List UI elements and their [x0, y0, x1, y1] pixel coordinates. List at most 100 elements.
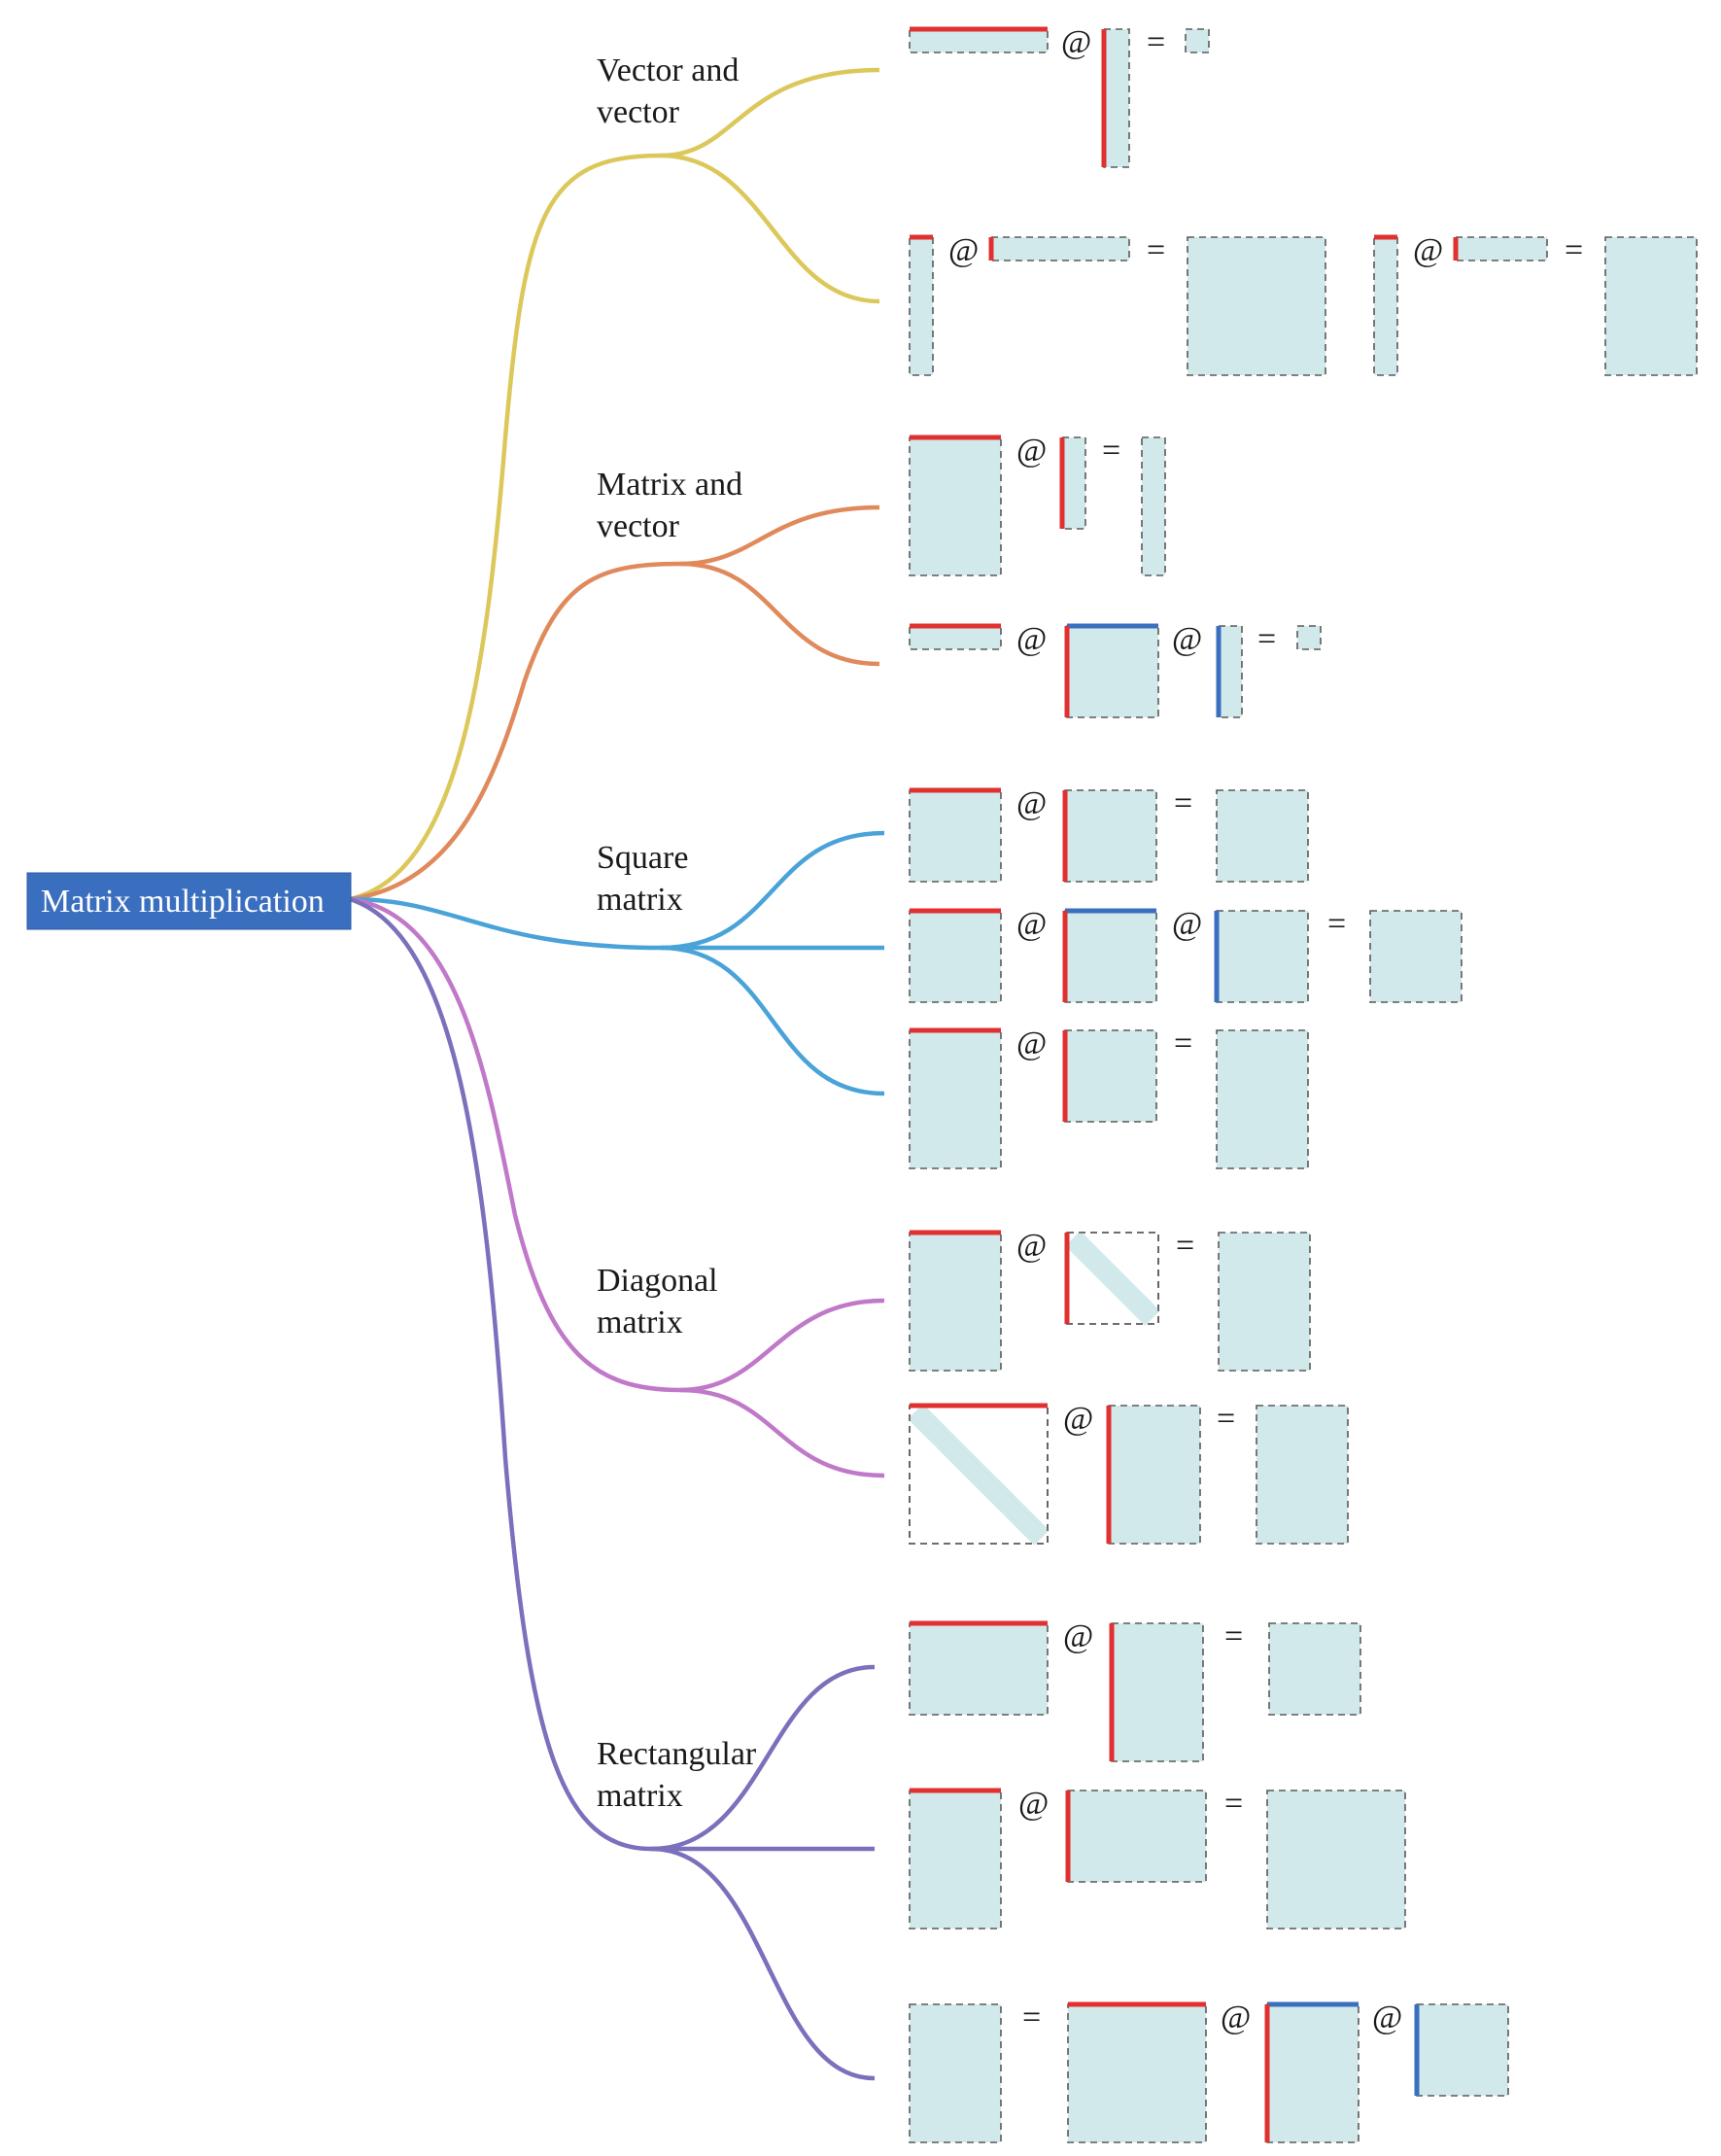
rect-result [1218, 1232, 1311, 1372]
column-vector [1061, 436, 1086, 530]
example-outer-product: @ = [909, 232, 1326, 376]
example-outer-product-rect: @ = [1373, 232, 1698, 376]
rect-result [1216, 1029, 1309, 1169]
matmul-symbol: @ [1016, 785, 1047, 821]
matmul-symbol: @ [1018, 1786, 1049, 1822]
example-square-product: @ = [909, 785, 1309, 883]
equals-symbol: = [1565, 232, 1583, 268]
matrix-result [1187, 236, 1326, 376]
category-labels: Vector and vector Matrix and vector Squa… [597, 52, 757, 1814]
tall-matrix [909, 1790, 1002, 1930]
matmul-symbol: @ [1372, 2000, 1402, 2035]
category-diagonal-line2: matrix [597, 1304, 683, 1340]
matmul-symbol: @ [1063, 1618, 1093, 1654]
matmul-symbol: @ [1063, 1401, 1093, 1437]
scalar-result [1185, 28, 1210, 53]
matmul-symbol: @ [1016, 906, 1047, 942]
matmul-symbol: @ [1413, 232, 1443, 268]
square-matrix-b [1064, 789, 1157, 883]
category-matvec-line1: Matrix and [597, 467, 742, 503]
example-rect-times-square: @ = [909, 1026, 1309, 1169]
column-vector [1373, 236, 1398, 376]
factor-middle [1266, 2003, 1360, 2143]
equals-symbol: = [1174, 1026, 1192, 1061]
example-square-triple-product: @ @ = [909, 906, 1463, 1003]
column-vector [1218, 625, 1243, 718]
rect-matrix [1108, 1405, 1201, 1545]
branch-square-lower [660, 945, 885, 1096]
equals-symbol: = [1176, 1228, 1194, 1264]
column-vector [1103, 28, 1130, 168]
row-vector [909, 625, 1002, 650]
category-square-line2: matrix [597, 882, 683, 918]
category-diagonal-line1: Diagonal [597, 1263, 718, 1299]
equals-symbol: = [1224, 1618, 1243, 1654]
square-result [1369, 910, 1463, 1003]
category-rect-line2: matrix [597, 1778, 683, 1814]
branch-diagonal [349, 896, 885, 1393]
matmul-symbol: @ [1016, 621, 1047, 657]
equals-symbol: = [1102, 433, 1120, 469]
square-matrix-c [1216, 910, 1309, 1003]
branch-vector-outer [660, 153, 880, 304]
matmul-symbol: @ [1061, 24, 1091, 60]
matmul-symbol: @ [1172, 621, 1202, 657]
matmul-symbol: @ [1221, 2000, 1251, 2035]
matrix [909, 436, 1002, 576]
matmul-symbol: @ [948, 232, 979, 268]
column-vector [909, 236, 934, 376]
vector-result [1141, 436, 1166, 576]
example-quadratic-form: @ @ = [909, 621, 1322, 718]
equals-symbol: = [1022, 2000, 1041, 2035]
row-vector [1455, 236, 1548, 261]
matmul-symbol: @ [1016, 1026, 1047, 1061]
branch-rect-lower [650, 1846, 876, 2081]
equals-symbol: = [1174, 785, 1192, 821]
tall-matrix [1111, 1622, 1204, 1762]
diagonal-band [908, 1404, 1050, 1546]
equals-symbol: = [1217, 1401, 1235, 1437]
square-matrix [1066, 625, 1159, 718]
category-vector-line1: Vector and [597, 52, 739, 88]
matrix-result [1604, 236, 1698, 376]
equals-symbol: = [1147, 24, 1165, 60]
square-result [1268, 1622, 1361, 1716]
example-inner-product: @ = [909, 24, 1210, 168]
branch-lines [349, 67, 885, 2081]
diagonal-band [1065, 1231, 1160, 1326]
square-matrix-a [909, 910, 1002, 1003]
result-matrix [909, 2003, 1002, 2143]
example-wide-times-tall: @ = [909, 1618, 1361, 1762]
square-matrix-a [909, 789, 1002, 883]
equals-symbol: = [1257, 621, 1276, 657]
category-square-line1: Square [597, 840, 688, 876]
branch-matvec [349, 504, 880, 902]
example-matrix-vector: @ = [909, 433, 1166, 576]
equals-symbol: = [1327, 906, 1346, 942]
category-vector-line2: vector [597, 94, 680, 130]
rect-matrix [909, 1029, 1002, 1169]
branch-matvec-quadratic [679, 561, 880, 667]
example-matrix-times-diagonal: @ = [909, 1228, 1311, 1372]
wide-matrix [909, 1622, 1049, 1716]
square-result [1266, 1790, 1406, 1930]
matmul-symbol: @ [1016, 1228, 1047, 1264]
scalar-result [1296, 625, 1322, 650]
root-node: Matrix multiplication [26, 872, 352, 930]
equals-symbol: = [1224, 1786, 1243, 1822]
category-rect-line1: Rectangular [597, 1736, 757, 1772]
matmul-symbol: @ [1172, 906, 1202, 942]
equals-symbol: = [1147, 232, 1165, 268]
factor-left [1067, 2003, 1207, 2143]
root-label: Matrix multiplication [41, 884, 325, 920]
diagonal-matrix-border [909, 1405, 1049, 1545]
branch-vector [349, 67, 880, 902]
branch-diagonal-lower [679, 1387, 885, 1478]
row-vector [909, 28, 1049, 53]
wide-matrix [1067, 1790, 1207, 1883]
rect-matrix [909, 1232, 1002, 1372]
matmul-symbol: @ [1016, 433, 1047, 469]
example-tall-times-wide: @ = [909, 1786, 1406, 1930]
square-matrix [1064, 1029, 1157, 1123]
